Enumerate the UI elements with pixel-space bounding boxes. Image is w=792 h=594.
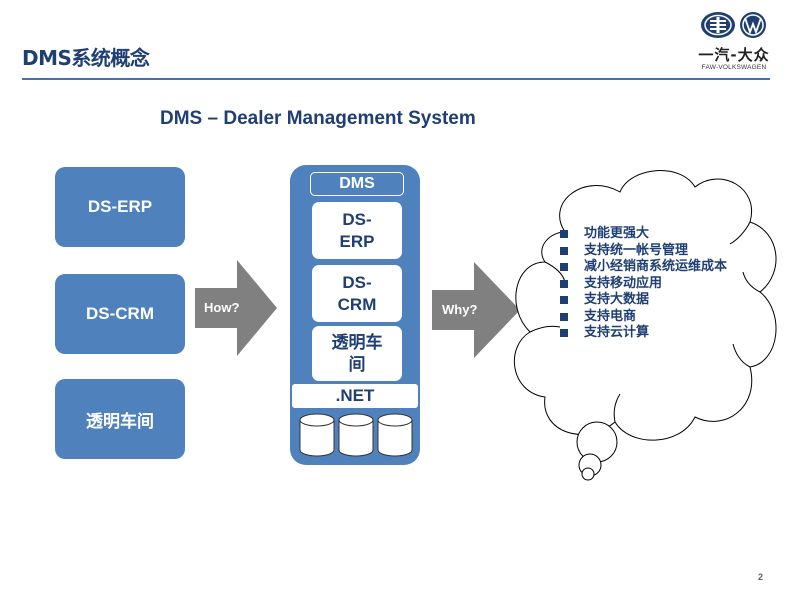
bullet-square-icon [560,312,568,321]
faw-vw-emblem-icon [701,12,766,38]
benefit-item: 支持统一帐号管理 [560,243,734,260]
dms-module-ds-crm: DS-CRM [312,265,402,322]
bullet-square-icon [560,279,568,288]
why-arrow-icon [432,262,520,358]
benefit-text: 支持大数据 [584,292,650,307]
benefit-text: 支持统一帐号管理 [584,242,689,258]
database-icons [299,413,413,457]
module-line: DS- [342,209,372,229]
dotnet-platform-bar: .NET [292,384,418,408]
module-line: 间 [348,354,366,374]
bullet-square-icon [560,329,568,337]
benefit-text: 减小经销商系统运维成本 [584,259,728,274]
benefit-item: 支持大数据 [560,292,734,309]
transparent-workshop-box: 透明车间 [55,379,185,459]
slide-title: DMS系统概念 [22,46,150,70]
database-icon [377,413,413,457]
module-line: 透明车 [331,332,383,352]
bullet-square-icon [560,263,568,271]
logo-text: 一汽-大众 [698,46,770,64]
benefit-text: 功能更强大 [584,226,650,241]
faw-vw-logo [690,8,780,76]
bullet-square-icon [560,246,568,255]
dms-module-ds-erp: DS-ERP [312,202,402,259]
title-divider [22,78,770,80]
dms-module-workshop: 透明车间 [312,326,402,381]
bullet-square-icon [560,296,568,304]
benefit-item: 支持云计算 [560,325,734,342]
module-line: DS- [342,272,372,292]
benefit-text: 支持云计算 [584,325,650,340]
ds-crm-label: DS-CRM [86,304,154,323]
database-icon [299,413,335,457]
why-label: Why? [442,302,478,317]
module-line: CRM [337,294,377,314]
thought-cloud-icon [514,170,777,481]
ds-crm-box: DS-CRM [55,274,185,354]
database-icon [338,413,374,457]
module-line: ERP [339,231,375,251]
benefit-item: 减小经销商系统运维成本 [560,259,734,276]
benefit-item: 功能更强大 [560,226,734,243]
benefit-item: 支持电商 [560,309,734,326]
benefit-text: 支持电商 [584,308,637,324]
page-number: 2 [758,572,764,582]
ds-erp-box: DS-ERP [55,167,185,247]
how-arrow-icon [195,260,277,356]
benefits-list: 功能更强大 支持统一帐号管理 减小经销商系统运维成本 支持移动应用 支持大数据 … [560,226,734,342]
bullet-square-icon [560,230,568,238]
dms-header: DMS [310,172,404,196]
logo-subtext: FAW-VOLKSWAGEN [701,64,767,71]
how-label: How? [204,300,240,315]
diagram-subtitle: DMS – Dealer Management System [160,108,476,129]
dms-stack: DMS DS-ERP DS-CRM 透明车间 .NET [290,165,420,465]
ds-erp-label: DS-ERP [87,197,153,216]
transparent-workshop-label: 透明车间 [86,411,154,431]
benefit-text: 支持移动应用 [584,275,663,291]
benefit-item: 支持移动应用 [560,276,734,293]
